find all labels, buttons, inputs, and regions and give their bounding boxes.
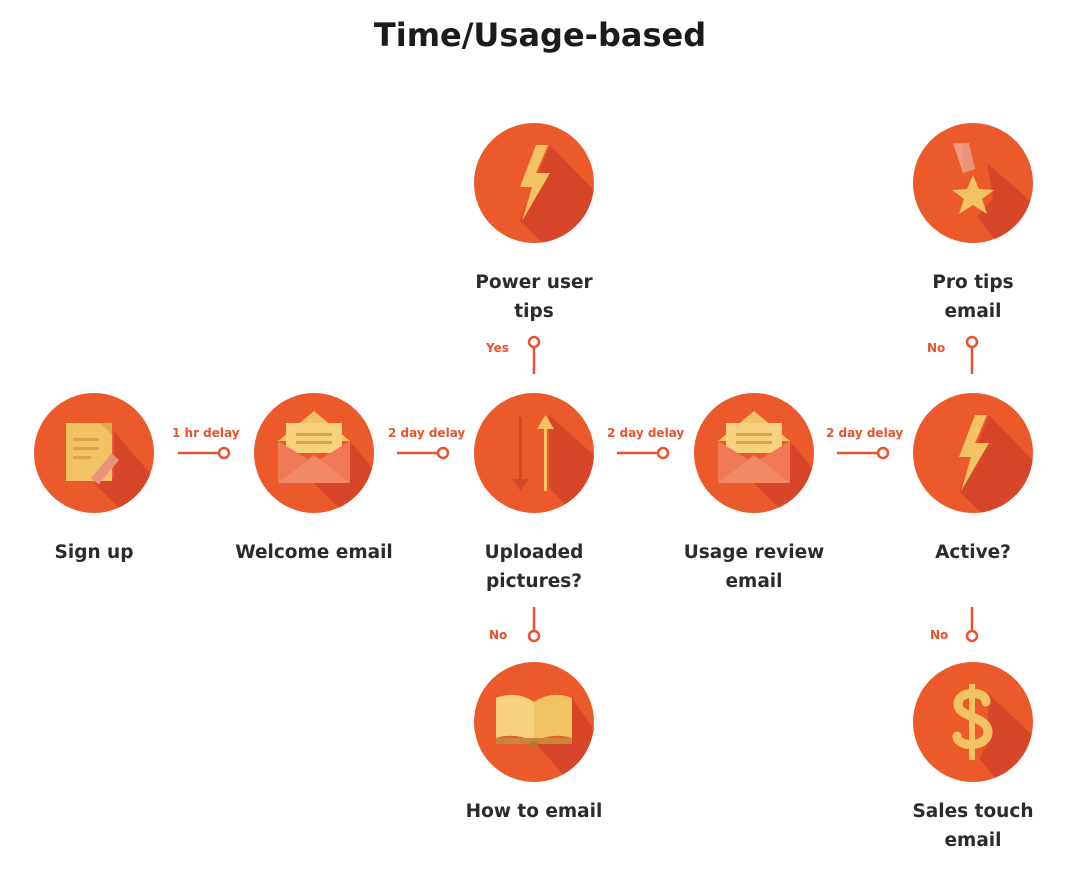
yes-label: Yes bbox=[486, 341, 509, 355]
open-envelope-icon bbox=[254, 393, 374, 513]
uploaded-pictures-node bbox=[474, 393, 594, 513]
power-user-tips-label: Power user tips bbox=[475, 272, 593, 322]
diagram-title: Time/Usage-based bbox=[373, 16, 707, 54]
up-down-arrows-icon bbox=[474, 393, 594, 513]
no-label: No bbox=[927, 341, 946, 355]
connector-signup-welcome bbox=[178, 446, 231, 460]
welcome-email-node bbox=[254, 393, 374, 513]
connector-welcome-uploaded bbox=[397, 446, 450, 460]
uploaded-pictures-label: Uploaded pictures? bbox=[484, 542, 584, 592]
sales-touch-email-node bbox=[913, 662, 1033, 782]
pro-tips-email-label: Pro tips email bbox=[932, 272, 1014, 322]
delay-label: 1 hr delay bbox=[172, 426, 240, 440]
no-label: No bbox=[930, 628, 949, 642]
connector-usage-active bbox=[837, 446, 890, 460]
dollar-icon bbox=[913, 662, 1033, 782]
open-book-icon bbox=[474, 662, 594, 782]
sign-up-label: Sign up bbox=[54, 542, 134, 563]
document-pen-icon bbox=[34, 393, 154, 513]
delay-label: 2 day delay bbox=[388, 426, 466, 440]
lightning-icon bbox=[913, 393, 1033, 513]
connector-uploaded-usage bbox=[617, 446, 670, 460]
star-medal-icon bbox=[913, 123, 1033, 243]
active-node bbox=[913, 393, 1033, 513]
active-label: Active? bbox=[935, 542, 1011, 563]
delay-label: 2 day delay bbox=[607, 426, 685, 440]
sales-touch-email-label: Sales touch email bbox=[912, 801, 1034, 851]
welcome-email-label: Welcome email bbox=[235, 542, 393, 563]
connector-uploaded-howto bbox=[527, 607, 541, 643]
open-envelope-icon bbox=[694, 393, 814, 513]
usage-review-email-node bbox=[694, 393, 814, 513]
how-to-email-node bbox=[474, 662, 594, 782]
sign-up-node bbox=[34, 393, 154, 513]
pro-tips-email-node bbox=[913, 123, 1033, 243]
how-to-email-label: How to email bbox=[465, 801, 603, 822]
usage-review-email-label: Usage review email bbox=[683, 542, 825, 592]
no-label: No bbox=[489, 628, 508, 642]
connector-uploaded-power bbox=[527, 335, 541, 374]
connector-active-pro bbox=[965, 335, 979, 374]
connector-active-sales bbox=[965, 607, 979, 643]
delay-label: 2 day delay bbox=[826, 426, 904, 440]
lightning-icon bbox=[474, 123, 594, 243]
power-user-tips-node bbox=[474, 123, 594, 243]
